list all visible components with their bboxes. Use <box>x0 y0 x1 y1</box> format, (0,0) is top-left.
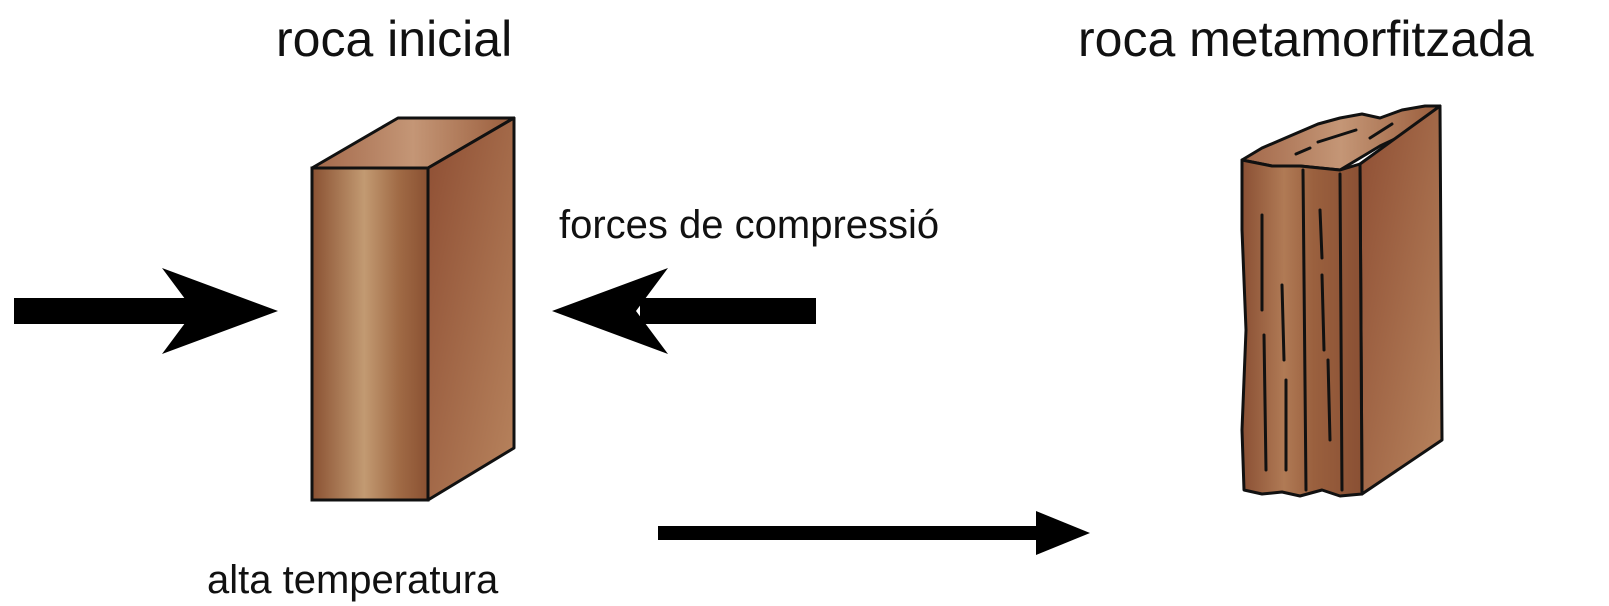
arrow-left-icon <box>552 268 816 354</box>
foliation-lines <box>1260 122 1394 492</box>
metamorphosed-rock-title: roca metamorfitzada <box>1078 11 1534 67</box>
process-arrow-icon <box>658 511 1090 555</box>
initial-rock-front <box>310 166 430 502</box>
arrow-right-icon <box>14 268 278 354</box>
metamorphosed-rock-front <box>1240 158 1364 498</box>
metamorphosed-rock <box>1240 104 1444 498</box>
initial-rock-side <box>426 116 516 502</box>
initial-rock-title: roca inicial <box>276 11 513 67</box>
initial-rock <box>310 116 516 502</box>
compression-forces-label: forces de compressió <box>559 203 940 247</box>
high-temperature-label: alta temperatura <box>207 558 499 602</box>
metamorphosed-rock-side <box>1358 104 1444 496</box>
